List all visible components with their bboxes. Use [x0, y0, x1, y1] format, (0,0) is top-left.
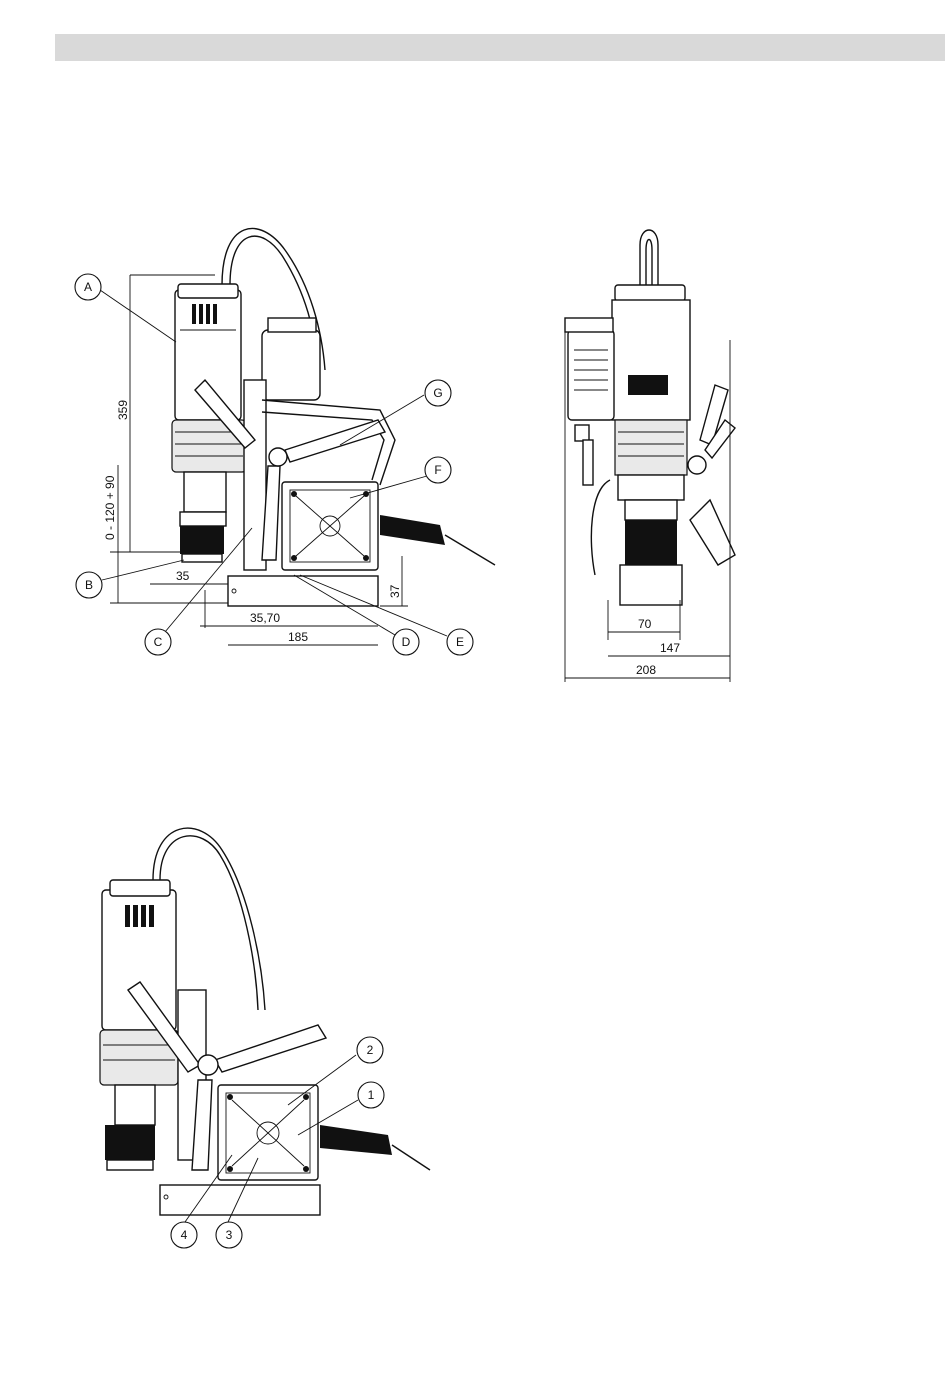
magnet-view-drawing [100, 828, 430, 1215]
callout-a: A [75, 274, 101, 300]
dim-spindle-offset: 35 [176, 569, 190, 583]
dim-total-width: 208 [636, 663, 656, 677]
callout-g: G [425, 380, 451, 406]
callout-4: 4 [171, 1222, 197, 1248]
dim-height-total: 359 [116, 400, 130, 420]
callout-1-label: 1 [368, 1088, 375, 1102]
dim-stroke-range: 0 - 120 + 90 [103, 475, 117, 540]
callout-3-label: 3 [226, 1228, 233, 1242]
callout-g-label: G [433, 386, 442, 400]
callout-d-label: D [402, 635, 411, 649]
callout-b: B [76, 572, 102, 598]
callout-f: F [425, 457, 451, 483]
side-view-drawing [110, 228, 495, 645]
dim-spindle-width: 70 [638, 617, 652, 631]
callout-1: 1 [358, 1082, 384, 1108]
dim-base-length: 185 [288, 630, 308, 644]
callout-2-label: 2 [367, 1043, 374, 1057]
callout-a-label: A [84, 280, 92, 294]
callout-b-label: B [85, 578, 93, 592]
callout-f-label: F [434, 463, 441, 477]
callout-c: C [145, 629, 171, 655]
dim-base-height: 37 [388, 584, 402, 598]
callout-e: E [447, 629, 473, 655]
front-view-drawing [565, 230, 735, 682]
dim-mid-width: 147 [660, 641, 680, 655]
callout-3: 3 [216, 1222, 242, 1248]
callout-e-label: E [456, 635, 464, 649]
callout-c-label: C [154, 635, 163, 649]
dim-base-offset: 35,70 [250, 611, 280, 625]
callout-4-label: 4 [181, 1228, 188, 1242]
callout-d: D [393, 629, 419, 655]
callout-2: 2 [357, 1037, 383, 1063]
